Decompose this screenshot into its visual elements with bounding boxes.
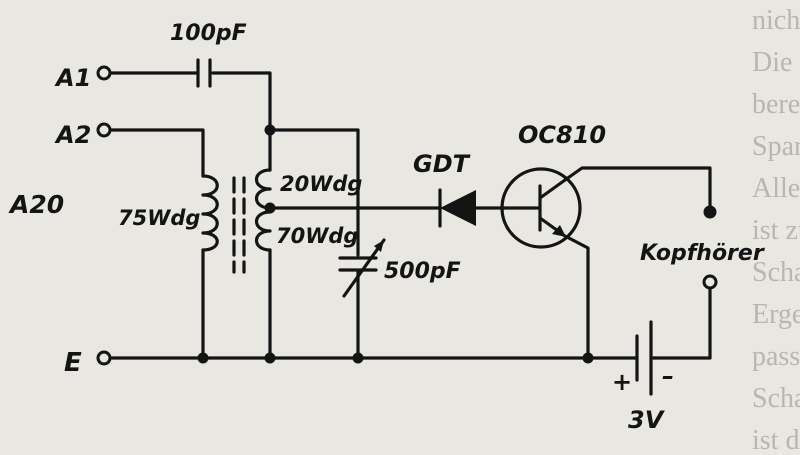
terminal-a1	[96, 65, 112, 81]
wire-battery-to-headphones	[653, 280, 712, 360]
battery-3v	[635, 320, 657, 396]
junction-dot	[264, 352, 276, 364]
secondary-coil-lower	[254, 210, 272, 252]
primary-coil	[201, 174, 219, 252]
terminal-headphones-bottom	[702, 274, 718, 290]
label-gdt: GDT	[413, 150, 471, 178]
terminal-headphones-top	[703, 205, 717, 219]
bg-text-line: Sparschaltung verschiedener	[752, 131, 800, 162]
background-page-text: nicht benutzt. Die Elektronenröhre ist i…	[752, 0, 800, 455]
bg-text-line: Die Elektronenröhre ist in der Technik	[752, 47, 800, 78]
bg-text-line: Alles Elektro	[752, 173, 800, 204]
junction-dot	[197, 352, 209, 364]
label-kopfhorer: Kopfhörer	[640, 241, 765, 266]
bg-text-line: Schaltungen sind die Ergebnis	[752, 257, 800, 288]
bg-text-line: passt nun ihr Ausbau ist so	[752, 341, 800, 372]
bg-text-line: Ergebnissen dieses Röhrenbau. Die Kollek…	[752, 299, 800, 330]
wire-a2	[109, 128, 205, 178]
label-oc810: OC810	[518, 121, 606, 149]
label-70wdg: 70Wdg	[276, 224, 358, 248]
terminal-e	[96, 350, 112, 366]
bg-text-line: ist zu Verstärker	[752, 215, 800, 246]
variable-capacitor-500pf	[338, 238, 386, 298]
label-minus: –	[662, 362, 674, 390]
label-20wdg: 20Wdg	[280, 172, 362, 196]
bg-text-line: bereits gewonnen. Schaltungen	[752, 89, 800, 120]
transformer-core	[232, 176, 246, 274]
label-75wdg: 75Wdg	[118, 206, 200, 230]
label-a1: A1	[54, 64, 91, 92]
junction-dot	[264, 124, 276, 136]
wire-cap-to-coil-top	[211, 71, 272, 132]
terminal-a2	[96, 122, 112, 138]
label-a2: A2	[54, 121, 91, 149]
label-plus: +	[612, 368, 632, 396]
secondary-coil-upper	[254, 168, 272, 210]
wire-secondary-top	[268, 128, 360, 257]
label-100pf: 100pF	[170, 21, 247, 46]
wire-collector-to-headphones	[563, 166, 712, 214]
bg-text-line: nicht benutzt.	[752, 5, 800, 36]
label-e: E	[64, 348, 82, 378]
junction-dot	[582, 352, 594, 364]
diode-gdt	[438, 188, 476, 228]
transistor-oc810	[500, 167, 582, 249]
capacitor-100pf	[196, 58, 212, 88]
label-a20: A20	[8, 190, 64, 219]
bg-text-line: ist die Spannungsquelle.	[752, 425, 800, 455]
label-3v: 3V	[628, 406, 666, 434]
wire-emitter-to-ground	[563, 234, 590, 360]
label-500pf: 500pF	[384, 259, 461, 284]
bg-text-line: Schaltung der Basis.	[752, 383, 800, 414]
junction-dot	[352, 352, 364, 364]
